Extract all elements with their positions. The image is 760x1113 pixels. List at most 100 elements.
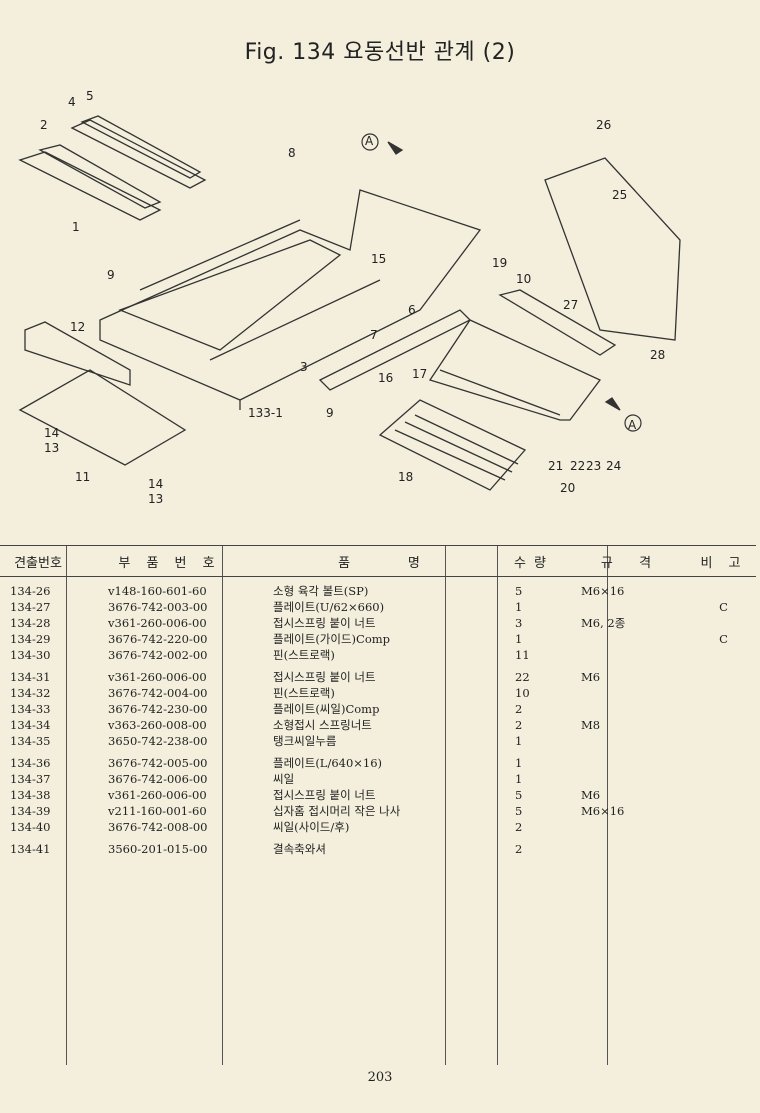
cell-no: 134-41 bbox=[10, 842, 51, 856]
cell-part-number: 3676-742-004-00 bbox=[108, 686, 208, 700]
callout-label: 11 bbox=[75, 470, 91, 484]
cell-spec bbox=[567, 755, 691, 771]
cell-no: 134-34 bbox=[10, 718, 51, 732]
cell-note bbox=[691, 647, 756, 663]
cell-note bbox=[691, 577, 756, 600]
cell-spec bbox=[567, 819, 691, 835]
cell-note bbox=[691, 771, 756, 787]
cell-no: 134-33 bbox=[10, 702, 51, 716]
callout-label: 16 bbox=[378, 371, 394, 385]
exploded-parts-diagram bbox=[18, 115, 681, 491]
callout-label: A bbox=[628, 418, 637, 432]
cell-no: 134-28 bbox=[10, 616, 51, 630]
callout-label: 5 bbox=[86, 89, 94, 103]
cell-name: 결속축와셔 bbox=[273, 842, 326, 856]
callout-label: 10 bbox=[516, 272, 532, 286]
cell-part-number: 3560-201-015-00 bbox=[108, 842, 208, 856]
cell-note: C bbox=[719, 632, 728, 646]
cell-spec bbox=[567, 685, 691, 701]
figure-title: Fig. 134 요동선반 관계 (2) bbox=[244, 40, 516, 65]
column-divider bbox=[607, 545, 608, 1065]
cell-part-number: 3676-742-005-00 bbox=[108, 756, 208, 770]
cell-part-number: v211-160-001-60 bbox=[108, 804, 207, 818]
cell-quantity: 1 bbox=[515, 734, 523, 748]
callout-label: 13 bbox=[148, 492, 164, 506]
cell-spec bbox=[567, 841, 691, 857]
cell-quantity: 5 bbox=[515, 584, 523, 598]
callout-label: 26 bbox=[596, 118, 612, 132]
cell-note bbox=[691, 755, 756, 771]
page-number: 203 bbox=[367, 1070, 393, 1085]
table-row: 134-32 3676-742-004-00 핀(스트로랙) 10 bbox=[0, 685, 756, 701]
cell-spec bbox=[567, 733, 691, 749]
cell-part-number: v361-260-006-00 bbox=[108, 788, 207, 802]
cell-name: 씨일(사이드/후) bbox=[273, 820, 350, 834]
cell-spec bbox=[567, 701, 691, 717]
callout-label: 28 bbox=[650, 348, 666, 362]
cell-name: 플레이트(L/640×16) bbox=[273, 756, 383, 770]
cell-name: 접시스프링 붙이 너트 bbox=[273, 670, 376, 684]
callout-label: 4 bbox=[68, 95, 76, 109]
cell-spec: M6 bbox=[581, 788, 601, 802]
cell-name: 접시스프링 붙이 너트 bbox=[273, 788, 376, 802]
cell-no: 134-26 bbox=[10, 584, 51, 598]
cell-spec bbox=[567, 631, 691, 647]
cell-part-number: 3676-742-220-00 bbox=[108, 632, 208, 646]
cell-spec: M6×16 bbox=[581, 804, 625, 818]
callout-label: 24 bbox=[606, 459, 622, 473]
cell-quantity: 1 bbox=[515, 756, 523, 770]
callout-label: 14 bbox=[44, 426, 60, 440]
callout-label: 1 bbox=[72, 220, 80, 234]
cell-name: 핀(스트로랙) bbox=[273, 686, 335, 700]
callout-label: 20 bbox=[560, 481, 576, 495]
callout-label: 14 bbox=[148, 477, 164, 491]
cell-note bbox=[691, 733, 756, 749]
callout-label: 6 bbox=[408, 303, 416, 317]
cell-name: 플레이트(씨일)Comp bbox=[273, 702, 380, 716]
cell-note bbox=[691, 819, 756, 835]
cell-note bbox=[691, 701, 756, 717]
cell-spec: M6 bbox=[581, 670, 601, 684]
header-name: 품 명 bbox=[263, 545, 495, 577]
callout-label: 15 bbox=[371, 252, 387, 266]
callout-label: 13 bbox=[44, 441, 60, 455]
callout-label: 3 bbox=[300, 360, 308, 374]
cell-quantity: 10 bbox=[515, 686, 530, 700]
column-divider bbox=[66, 545, 67, 1065]
cell-part-number: v361-260-006-00 bbox=[108, 616, 207, 630]
cell-name: 씨일 bbox=[273, 772, 295, 786]
header-spec: 규 격 bbox=[567, 545, 691, 577]
cell-no: 134-32 bbox=[10, 686, 51, 700]
table-row: 134-36 3676-742-005-00 플레이트(L/640×16) 1 bbox=[0, 755, 756, 771]
column-divider bbox=[497, 545, 498, 1065]
cell-name: 탱크씨일누름 bbox=[273, 734, 337, 748]
header-part-number: 부 품 번 호 bbox=[76, 545, 263, 577]
cell-no: 134-27 bbox=[10, 600, 51, 614]
cell-name: 핀(스트로랙) bbox=[273, 648, 335, 662]
cell-part-number: v148-160-601-60 bbox=[108, 584, 207, 598]
callout-label: 2 bbox=[40, 118, 48, 132]
cell-part-number: v363-260-008-00 bbox=[108, 718, 207, 732]
callout-label: 9 bbox=[107, 268, 115, 282]
cell-quantity: 2 bbox=[515, 718, 523, 732]
cell-no: 134-40 bbox=[10, 820, 51, 834]
cell-name: 플레이트(가이드)Comp bbox=[273, 632, 391, 646]
cell-name: 십자홈 접시머리 작은 나사 bbox=[273, 804, 401, 818]
cell-part-number: 3650-742-238-00 bbox=[108, 734, 208, 748]
cell-note bbox=[691, 717, 756, 733]
callout-label: 22 bbox=[570, 459, 586, 473]
cell-spec: M6×16 bbox=[581, 584, 625, 598]
callout-label: 23 bbox=[586, 459, 602, 473]
cell-part-number: v361-260-006-00 bbox=[108, 670, 207, 684]
callout-label: 7 bbox=[370, 328, 378, 342]
cell-no: 134-36 bbox=[10, 756, 51, 770]
cell-quantity: 3 bbox=[515, 616, 523, 630]
cell-no: 134-31 bbox=[10, 670, 51, 684]
column-divider bbox=[445, 545, 446, 1065]
cell-part-number: 3676-742-230-00 bbox=[108, 702, 208, 716]
